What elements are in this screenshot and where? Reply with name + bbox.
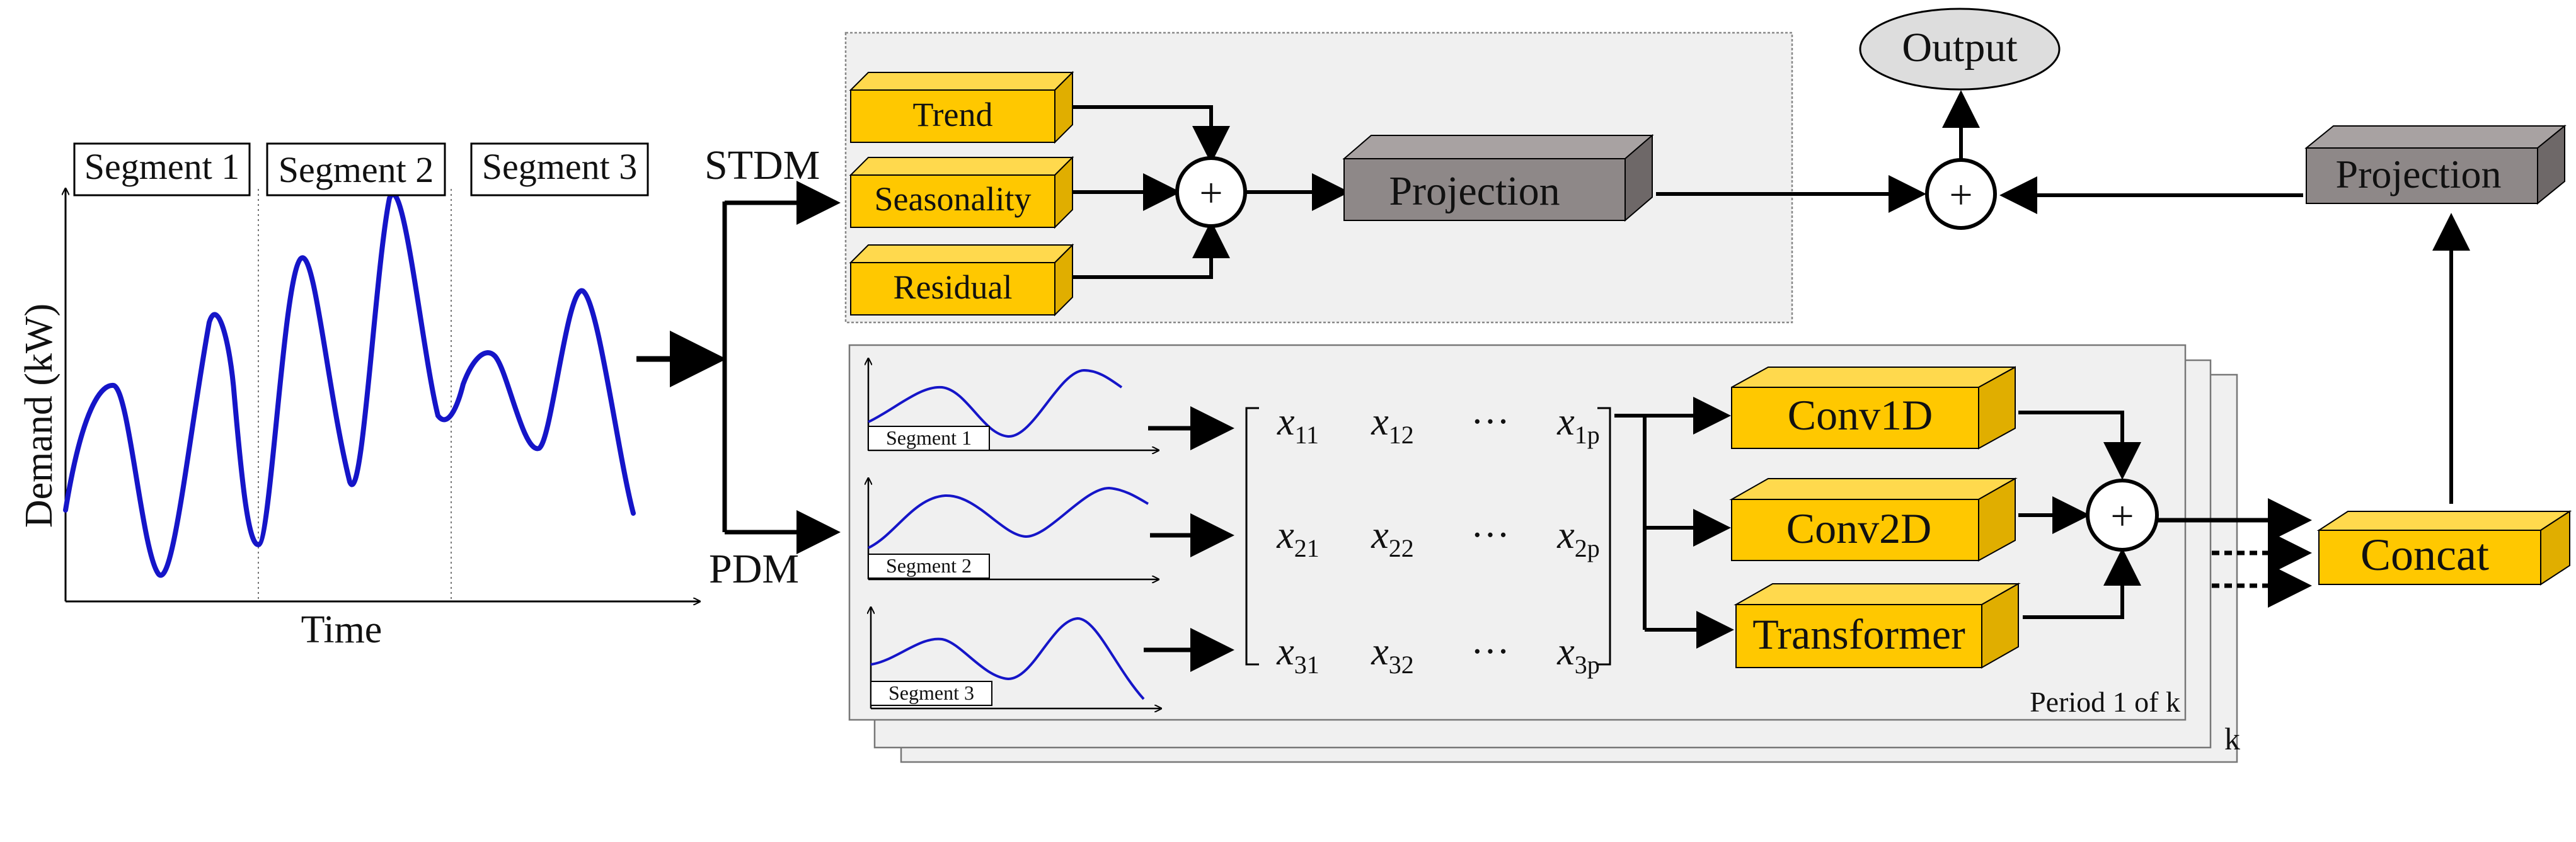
period-label: Period 1 of k <box>2030 686 2180 718</box>
output-node: Output <box>1859 8 2061 91</box>
transformer-to-sum-arrow <box>2023 548 2141 619</box>
trend-to-sum-arrow <box>1072 105 1230 164</box>
x-axis-label: Time <box>301 608 382 651</box>
conv2d-block: Conv2D <box>1729 477 2018 562</box>
svg-text:Seasonality: Seasonality <box>875 180 1032 218</box>
stdm-panel: Trend Seasonality Residual + <box>844 31 1793 324</box>
svg-text:Conv1D: Conv1D <box>1788 391 1933 439</box>
segment-label-1: Segment 1 <box>73 142 251 196</box>
matrix-left-bracket <box>1245 407 1259 666</box>
pdm-stack: k Period 1 of k Segment 1 Segment 2 Segm… <box>848 344 2240 763</box>
right-projection-block: Projection <box>2304 124 2567 205</box>
svg-text:+: + <box>2110 493 2134 539</box>
svg-text:+: + <box>1949 172 1972 218</box>
segment-label-3: Segment 3 <box>470 142 649 196</box>
pdm-sum-node: + <box>2086 479 2159 552</box>
stdm-label: STDM <box>704 142 820 188</box>
svg-text:Segment 1: Segment 1 <box>886 426 972 449</box>
stack-k-label: k <box>2224 721 2240 756</box>
matrix-cell: ··· <box>1471 514 1510 557</box>
svg-text:Residual: Residual <box>894 268 1013 306</box>
residual-block: Residual <box>849 243 1074 317</box>
stdm-sum-node: + <box>1175 156 1247 228</box>
branch-split: STDM PDM <box>636 142 841 592</box>
stdm-projection-block: Projection <box>1342 134 1654 222</box>
conv1d-block: Conv1D <box>1731 366 2016 450</box>
pdm-label: PDM <box>709 546 799 592</box>
matrix-right-bracket <box>1597 407 1611 666</box>
matrix-cell: ··· <box>1471 401 1510 443</box>
transformer-block: Transformer <box>1734 583 2021 669</box>
svg-text:Segment 3: Segment 3 <box>482 146 637 187</box>
svg-text:+: + <box>1199 170 1222 216</box>
concat-block: Concat <box>2316 510 2572 586</box>
svg-text:Segment 1: Segment 1 <box>84 146 239 187</box>
svg-text:Trend: Trend <box>912 96 992 134</box>
svg-text:Segment 3: Segment 3 <box>888 681 974 704</box>
segment-mini-plot-1: Segment 1 <box>868 359 1158 450</box>
matrix-cell: x12 <box>1371 401 1414 449</box>
svg-text:Segment 2: Segment 2 <box>279 149 434 190</box>
seasonality-block: Seasonality <box>849 156 1074 229</box>
svg-text:Output: Output <box>1902 25 2017 71</box>
matrix-cell: x31 <box>1276 630 1320 679</box>
output-sum-node: + <box>1925 158 1997 230</box>
segment-mini-plot-2: Segment 2 <box>868 479 1158 579</box>
svg-text:Projection: Projection <box>2335 152 2501 196</box>
trend-block: Trend <box>849 71 1074 144</box>
svg-text:Projection: Projection <box>1389 168 1560 214</box>
demand-signal-curve <box>63 191 636 578</box>
residual-to-sum-arrow <box>1072 220 1230 279</box>
matrix-cell: ··· <box>1471 630 1510 673</box>
conv1d-to-sum-arrow <box>2018 411 2141 480</box>
svg-text:Concat: Concat <box>2360 530 2489 580</box>
input-demand-plot: Segment 1 Segment 2 Segment 3 Demand (kW… <box>18 142 699 651</box>
svg-text:Segment 2: Segment 2 <box>886 554 972 577</box>
segment-label-2: Segment 2 <box>266 142 446 196</box>
segment-mini-plot-3: Segment 3 <box>871 608 1161 708</box>
svg-text:Conv2D: Conv2D <box>1786 504 1931 552</box>
svg-text:Transformer: Transformer <box>1752 610 1965 658</box>
y-axis-label: Demand (kW) <box>18 304 60 528</box>
